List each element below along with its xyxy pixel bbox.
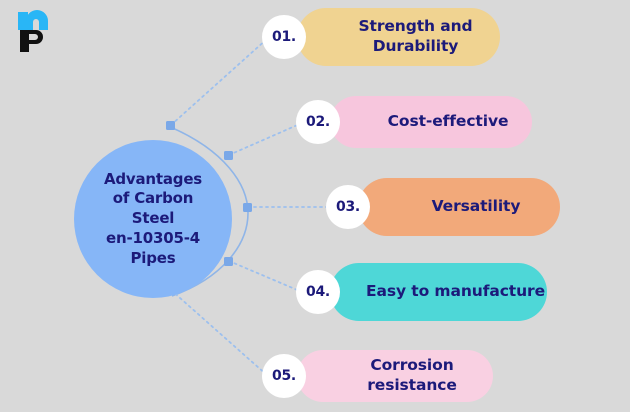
item-01-pill[interactable]: Strength and Durability <box>297 8 500 66</box>
item-03-pill[interactable]: Versatility <box>358 178 560 236</box>
link-04 <box>228 260 303 293</box>
node-01 <box>166 121 175 130</box>
item-03-label: Versatility <box>431 197 521 216</box>
central-hub: Advantages of Carbon Steel en-10305-4 Pi… <box>74 140 232 298</box>
item-02-badge[interactable]: 02. <box>296 100 340 144</box>
item-04-badge[interactable]: 04. <box>296 270 340 314</box>
item-03-badge[interactable]: 03. <box>326 185 370 229</box>
item-02-pill[interactable]: Cost-effective <box>330 96 532 148</box>
node-03 <box>243 203 252 212</box>
item-04-label: Easy to manufacture <box>366 282 545 301</box>
item-02-label: Cost-effective <box>387 112 509 131</box>
item-03-number: 03. <box>336 199 360 215</box>
item-04-pill[interactable]: Easy to manufacture <box>330 263 547 321</box>
link-02 <box>228 122 303 156</box>
item-05-pill[interactable]: Corrosion resistance <box>297 350 493 402</box>
item-05-badge[interactable]: 05. <box>262 354 306 398</box>
item-02-number: 02. <box>306 114 330 130</box>
node-02 <box>224 151 233 160</box>
item-05-number: 05. <box>272 368 296 384</box>
node-04 <box>224 257 233 266</box>
item-01-label: Strength and Durability <box>358 17 473 55</box>
link-05 <box>170 289 269 377</box>
brand-logo <box>18 10 48 52</box>
link-01 <box>170 37 269 126</box>
item-05-label: Corrosion resistance <box>367 356 457 394</box>
hub-title: Advantages of Carbon Steel en-10305-4 Pi… <box>103 169 203 267</box>
item-01-number: 01. <box>272 29 296 45</box>
item-01-badge[interactable]: 01. <box>262 15 306 59</box>
item-04-number: 04. <box>306 284 330 300</box>
